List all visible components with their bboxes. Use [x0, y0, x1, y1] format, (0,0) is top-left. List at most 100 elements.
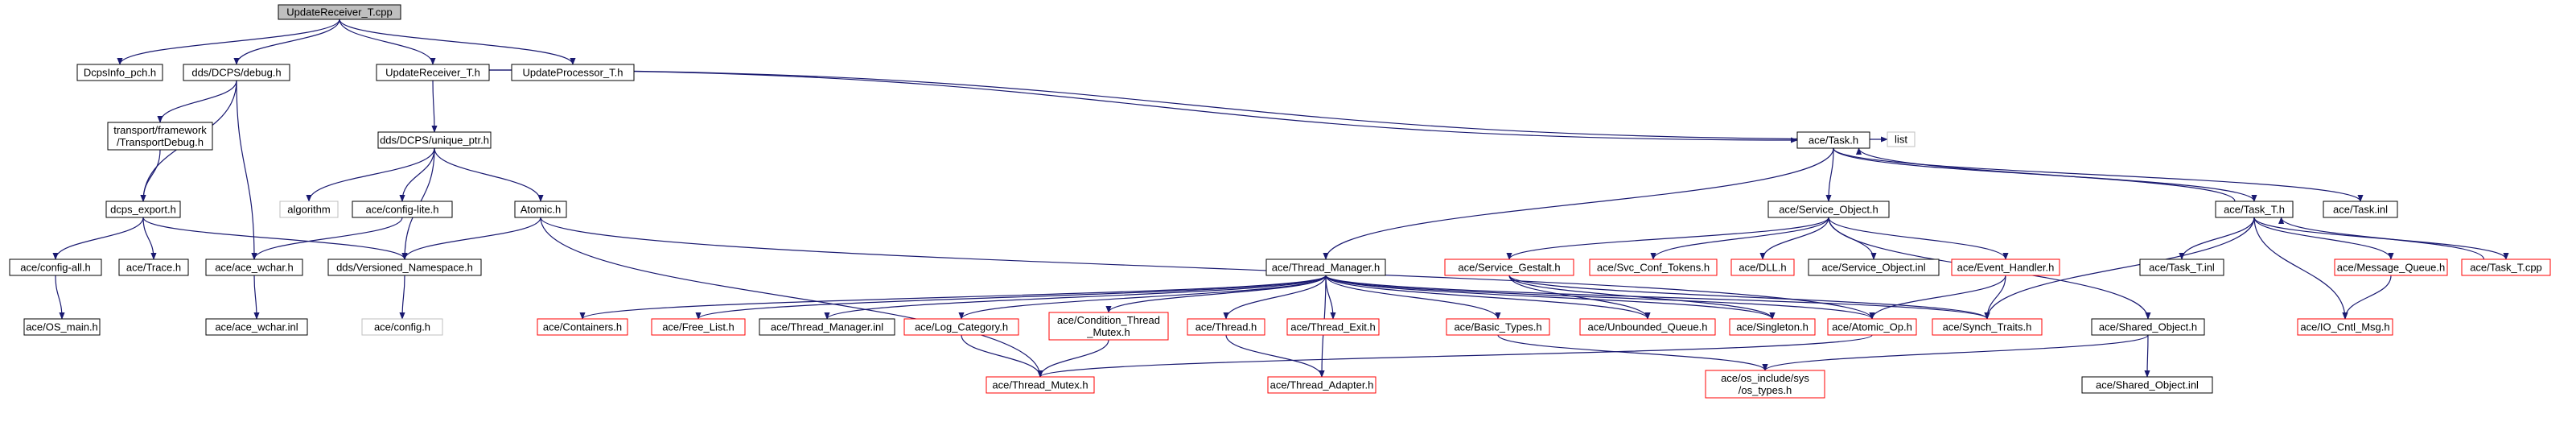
node-ace-wchar[interactable]: ace/ace_wchar.h	[205, 258, 303, 276]
node-shared-object[interactable]: ace/Shared_Object.h	[2091, 318, 2205, 336]
node-box	[105, 201, 181, 218]
node-atomic-op[interactable]: ace/Atomic_Op.h	[1827, 318, 1917, 336]
node-task-t-inl[interactable]: ace/Task_T.inl	[2139, 258, 2224, 276]
node-message-queue[interactable]: ace/Message_Queue.h	[2334, 258, 2448, 276]
node-transportdebug[interactable]: transport/framework/TransportDebug.h	[107, 122, 213, 151]
node-service-object-inl[interactable]: ace/Service_Object.inl	[1808, 258, 1940, 276]
node-box	[205, 258, 303, 276]
node-config-lite[interactable]: ace/config-lite.h	[352, 201, 453, 218]
node-label: ace/Task_T.cpp	[2470, 262, 2542, 274]
node-label: ace/Service_Gestalt.h	[1458, 262, 1560, 274]
node-thread-mutex[interactable]: ace/Thread_Mutex.h	[986, 376, 1095, 394]
node-box	[205, 318, 308, 336]
node-shared-object-inl[interactable]: ace/Shared_Object.inl	[2081, 376, 2213, 394]
edge-basic_types-to-os_types	[1497, 334, 1768, 371]
node-label: dds/DCPS/debug.h	[191, 67, 281, 79]
node-svc-conf-tokens[interactable]: ace/Svc_Conf_Tokens.h	[1589, 258, 1718, 276]
node-label: ace/Svc_Conf_Tokens.h	[1597, 262, 1710, 274]
node-synch-traits[interactable]: ace/Synch_Traits.h	[1932, 318, 2043, 336]
node-task-inl[interactable]: ace/Task.inl	[2323, 201, 2398, 218]
node-condition-thread-mutex[interactable]: ace/Condition_Thread_Mutex.h	[1048, 312, 1169, 341]
node-dcps-export[interactable]: dcps_export.h	[105, 201, 181, 218]
edge-thread_manager-to-singleton	[1325, 275, 1776, 320]
node-io-cntl-msg[interactable]: ace/IO_Cntl_Msg.h	[2297, 318, 2393, 336]
node-thread-adapter[interactable]: ace/Thread_Adapter.h	[1267, 376, 1376, 394]
node-label: dds/Versioned_Namespace.h	[336, 262, 473, 274]
node-label: ace/Message_Queue.h	[2337, 262, 2445, 274]
node-atomic-h[interactable]: Atomic.h	[514, 201, 567, 218]
node-basic-types[interactable]: ace/Basic_Types.h	[1446, 318, 1550, 336]
node-box	[1827, 318, 1917, 336]
node-box	[2081, 376, 2213, 394]
edge-atomic_h-to-thread_mutex	[540, 217, 1043, 378]
edge-event_handler-to-synch_traits	[1984, 275, 2006, 320]
node-box	[279, 201, 339, 218]
node-root[interactable]: UpdateReceiver_T.cpp	[278, 4, 401, 20]
node-dcpsinfo-pch[interactable]: DcpsInfo_pch.h	[76, 64, 163, 81]
node-trace-h[interactable]: ace/Trace.h	[118, 258, 189, 276]
node-label: ace/Singleton.h	[1736, 321, 1809, 333]
node-event-handler[interactable]: ace/Event_Handler.h	[1951, 258, 2060, 276]
node-label: transport/framework	[113, 124, 207, 136]
node-service-object[interactable]: ace/Service_Object.h	[1767, 201, 1890, 218]
node-label: ace/config-all.h	[20, 262, 90, 274]
edge-shared_object-to-shared_object_inl	[2144, 334, 2150, 378]
node-label: ace/Free_List.h	[662, 321, 735, 333]
node-os-types[interactable]: ace/os_include/sys/os_types.h	[1705, 370, 1825, 399]
node-label: ace/Service_Object.inl	[1821, 262, 1925, 274]
node-label: ace/Task_T.h	[2224, 204, 2285, 216]
node-dcps-debug[interactable]: dds/DCPS/debug.h	[183, 64, 290, 81]
edge-thread_manager-to-synch_traits	[1325, 275, 1990, 320]
node-unbounded-queue[interactable]: ace/Unbounded_Queue.h	[1579, 318, 1716, 336]
node-box	[76, 64, 163, 81]
node-thread-exit[interactable]: ace/Thread_Exit.h	[1286, 318, 1380, 336]
node-updatereceiver-h[interactable]: UpdateReceiver_T.h	[376, 64, 490, 81]
node-thread-manager-inl[interactable]: ace/Thread_Manager.inl	[759, 318, 895, 336]
node-containers[interactable]: ace/Containers.h	[537, 318, 628, 336]
edge-service_object-to-service_gestalt	[1506, 217, 1829, 260]
node-ace-wchar-inl[interactable]: ace/ace_wchar.inl	[205, 318, 308, 336]
node-label: ace/Unbounded_Queue.h	[1588, 321, 1708, 333]
node-thread-manager[interactable]: ace/Thread_Manager.h	[1265, 258, 1386, 276]
node-label: UpdateReceiver_T.h	[385, 67, 480, 79]
node-label: DcpsInfo_pch.h	[84, 67, 156, 79]
node-label: ace/Thread_Exit.h	[1290, 321, 1376, 333]
edge-thread_manager-to-free_list	[695, 275, 1327, 320]
node-service-gestalt[interactable]: ace/Service_Gestalt.h	[1444, 258, 1574, 276]
node-box	[759, 318, 895, 336]
node-versioned-ns[interactable]: dds/Versioned_Namespace.h	[327, 258, 482, 276]
node-task-h[interactable]: ace/Task.h	[1796, 131, 1870, 149]
node-updateprocessor-h[interactable]: UpdateProcessor_T.h	[511, 64, 635, 81]
node-label: dds/DCPS/unique_ptr.h	[380, 134, 489, 147]
node-task-t-h[interactable]: ace/Task_T.h	[2215, 201, 2294, 218]
node-box	[514, 201, 567, 218]
node-ace-config: ace/config.h	[361, 318, 443, 336]
node-box	[376, 64, 490, 81]
node-label: list	[1895, 134, 1907, 146]
node-os-main[interactable]: ace/OS_main.h	[23, 318, 101, 336]
node-box	[107, 122, 213, 151]
edge-task_t_h-to-message_queue	[2253, 217, 2394, 260]
edge-thread_manager-to-log_category	[958, 275, 1327, 320]
edge-thread_manager-to-condition_thread_mutex	[1105, 275, 1327, 313]
edge-dcps_export-to-config_all	[52, 217, 144, 260]
node-label: ace/IO_Cntl_Msg.h	[2300, 321, 2389, 333]
node-config-all[interactable]: ace/config-all.h	[9, 258, 102, 276]
node-box	[1796, 131, 1870, 149]
node-log-category[interactable]: ace/Log_Category.h	[903, 318, 1019, 336]
node-singleton[interactable]: ace/Singleton.h	[1729, 318, 1816, 336]
edge-service_gestalt-to-synch_traits	[1508, 275, 1990, 320]
edge-atomic_op-to-thread_mutex	[1037, 334, 1873, 378]
node-box	[1730, 258, 1795, 276]
node-unique-ptr[interactable]: dds/DCPS/unique_ptr.h	[377, 131, 492, 149]
node-free-list[interactable]: ace/Free_List.h	[651, 318, 746, 336]
edge-message_queue-to-io_cntl_msg	[2342, 275, 2392, 320]
node-task-t-cpp[interactable]: ace/Task_T.cpp	[2461, 258, 2551, 276]
node-box	[1951, 258, 2060, 276]
node-label: ace/Event_Handler.h	[1957, 262, 2055, 274]
node-thread-h[interactable]: ace/Thread.h	[1187, 318, 1265, 336]
node-label: ace/Shared_Object.h	[2099, 321, 2197, 333]
node-label: /TransportDebug.h	[117, 136, 204, 148]
node-dll-h[interactable]: ace/DLL.h	[1730, 258, 1795, 276]
